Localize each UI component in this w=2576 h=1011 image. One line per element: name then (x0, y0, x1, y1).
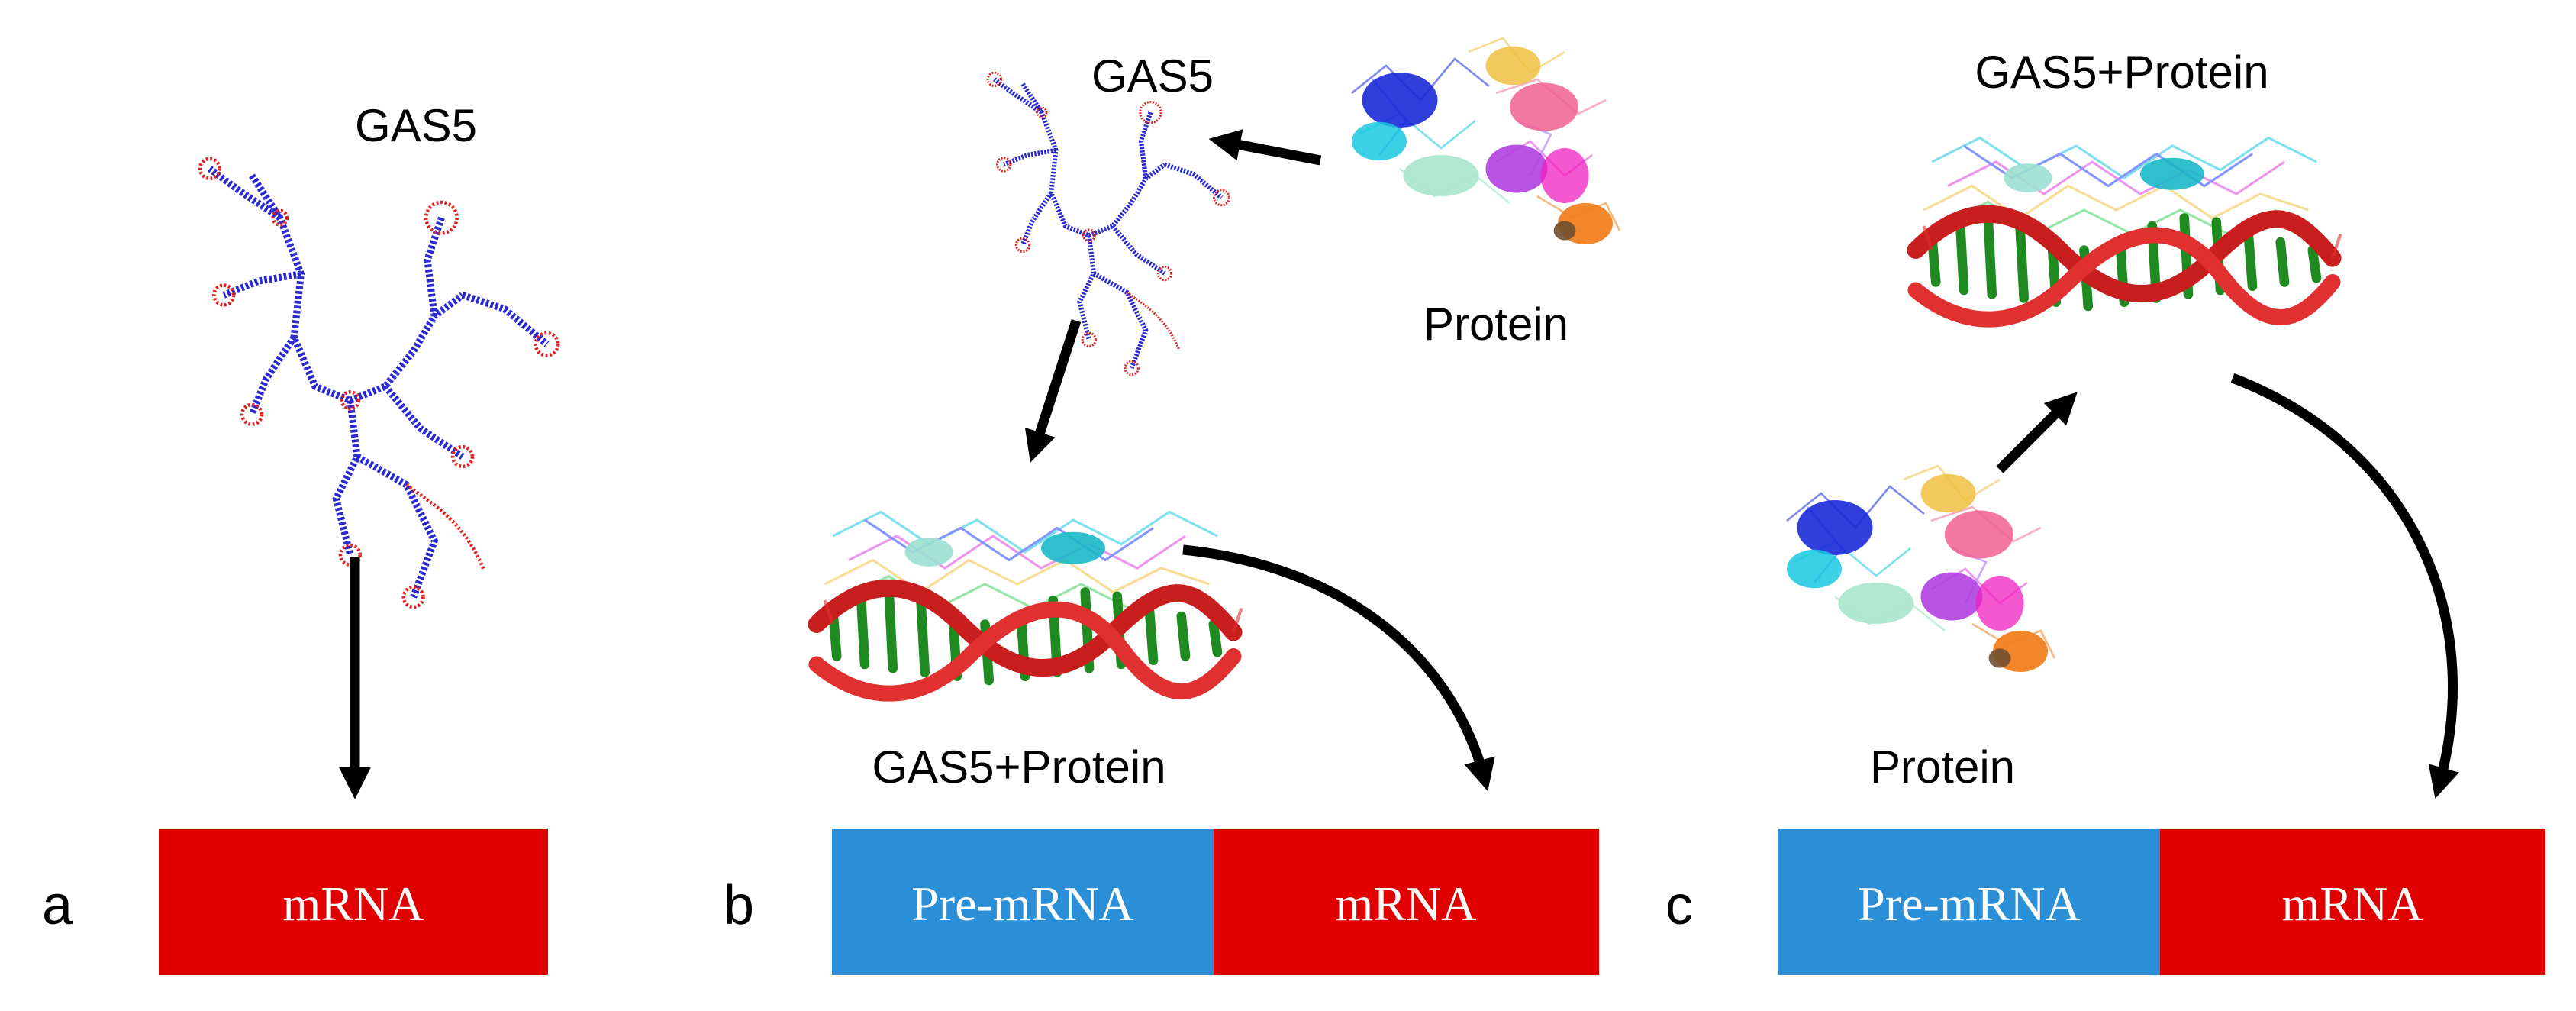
arrow-complex-to-mrna (2230, 373, 2459, 799)
pre-mrna-box-label: Pre-mRNA (911, 877, 1134, 931)
mrna-box-label: mRNA (283, 877, 424, 931)
protein-label: Protein (1870, 741, 2015, 793)
complex-label: GAS5+Protein (872, 741, 1165, 793)
panel-letter: a (42, 875, 73, 936)
mrna-box-label: mRNA (1336, 877, 1477, 931)
panel-a: GAS5 mRNA a (42, 100, 558, 975)
panel-c: GAS5+Protein Protein Pre-mRNA mRNA c (1665, 47, 2545, 975)
mrna-box (1214, 829, 1599, 975)
pre-mrna-box (1778, 829, 2160, 975)
gas5-protein-complex (817, 512, 1242, 694)
arrow-complex-to-mrna (1182, 544, 1495, 792)
pre-mrna-box (832, 829, 1214, 975)
gas5-rna-structure (200, 159, 558, 607)
protein-structure (1785, 464, 2056, 673)
rna-label: GAS5 (355, 100, 477, 151)
mrna-box (159, 829, 548, 975)
complex-label: GAS5+Protein (1975, 47, 2268, 98)
panel-letter: b (724, 875, 754, 936)
rna-label: GAS5 (1091, 50, 1214, 102)
arrow-protein-to-complex (1996, 392, 2078, 473)
mrna-box-label: mRNA (2282, 877, 2423, 931)
mrna-box (2160, 829, 2545, 975)
panel-letter: c (1665, 875, 1693, 936)
protein-label: Protein (1423, 299, 1568, 350)
arrow-protein-to-gas5 (1208, 129, 1322, 166)
arrow-gas5-to-complex (1024, 318, 1082, 463)
protein-structure (1350, 37, 1621, 246)
pre-mrna-box-label: Pre-mRNA (1858, 877, 2081, 931)
panel-b: GAS5 Protein GAS5+Protein Pre-mRNA mRNA … (724, 37, 1621, 975)
gas5-protein-complex (1916, 138, 2341, 320)
gas5-rna-structure (988, 73, 1229, 375)
